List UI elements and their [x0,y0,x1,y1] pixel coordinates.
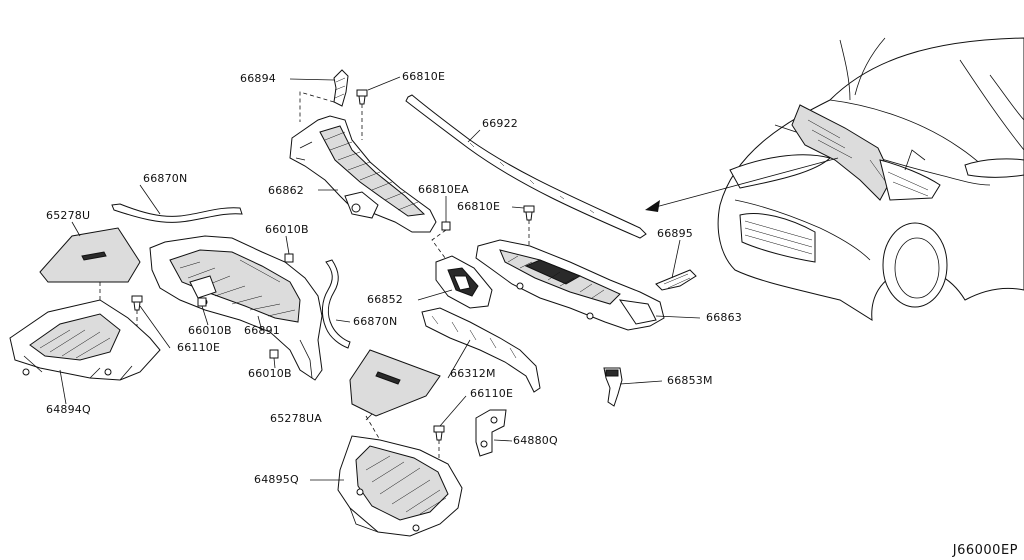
clip-66810e-a [356,89,368,140]
callout-66110e: 66110E [470,387,514,400]
part-66852 [435,255,493,309]
callout-66810e: 66810E [457,200,501,213]
clip-66110e-b [433,425,445,464]
leader-lines [59,76,701,481]
callout-66010b: 66010B [188,324,232,337]
part-66870n-upper [111,203,243,223]
callout-66922: 66922 [482,117,518,130]
callout-66010b: 66010B [265,223,309,236]
callout-66891: 66891 [244,324,280,337]
callout-66862: 66862 [268,184,304,197]
part-66312m [421,307,541,393]
callout-66110e: 66110E [177,341,221,354]
callout-64894q: 64894Q [46,403,91,416]
car-front-illustration [645,37,1024,321]
callout-66894: 66894 [240,72,276,85]
callout-66810ea: 66810EA [418,183,469,196]
part-66891 [149,235,323,381]
clip-66010b-b [197,297,207,307]
callout-66810e: 66810E [402,70,446,83]
part-64895q [337,435,463,537]
callout-66852: 66852 [367,293,403,306]
part-66863 [475,239,665,331]
part-65278u [39,227,141,312]
clip-66010b-a [284,253,294,263]
clip-66810e-b [523,205,535,246]
callout-66010b: 66010B [248,367,292,380]
part-64894q [9,299,161,381]
callout-64895q: 64895Q [254,473,299,486]
part-66895 [655,269,697,291]
callout-66863: 66863 [706,311,742,324]
part-66894 [299,69,349,122]
callout-66870n: 66870N [353,315,398,328]
part-65278ua [349,349,441,476]
callout-64880q: 64880Q [513,434,558,447]
part-66870n-side [321,259,351,349]
diagram-code: J66000EP [952,543,1018,558]
part-66862 [289,115,437,233]
callout-65278u: 65278U [46,209,91,222]
callout-65278ua: 65278UA [270,412,322,425]
clip-66010b-c [269,349,279,359]
callout-66870n: 66870N [143,172,188,185]
callout-66853m: 66853M [667,374,713,387]
callout-66895: 66895 [657,227,693,240]
part-66853m [603,367,623,407]
part-64880q [475,409,507,457]
clip-66810ea [431,221,451,263]
part-66922 [405,94,647,239]
callout-66312m: 66312M [450,367,496,380]
